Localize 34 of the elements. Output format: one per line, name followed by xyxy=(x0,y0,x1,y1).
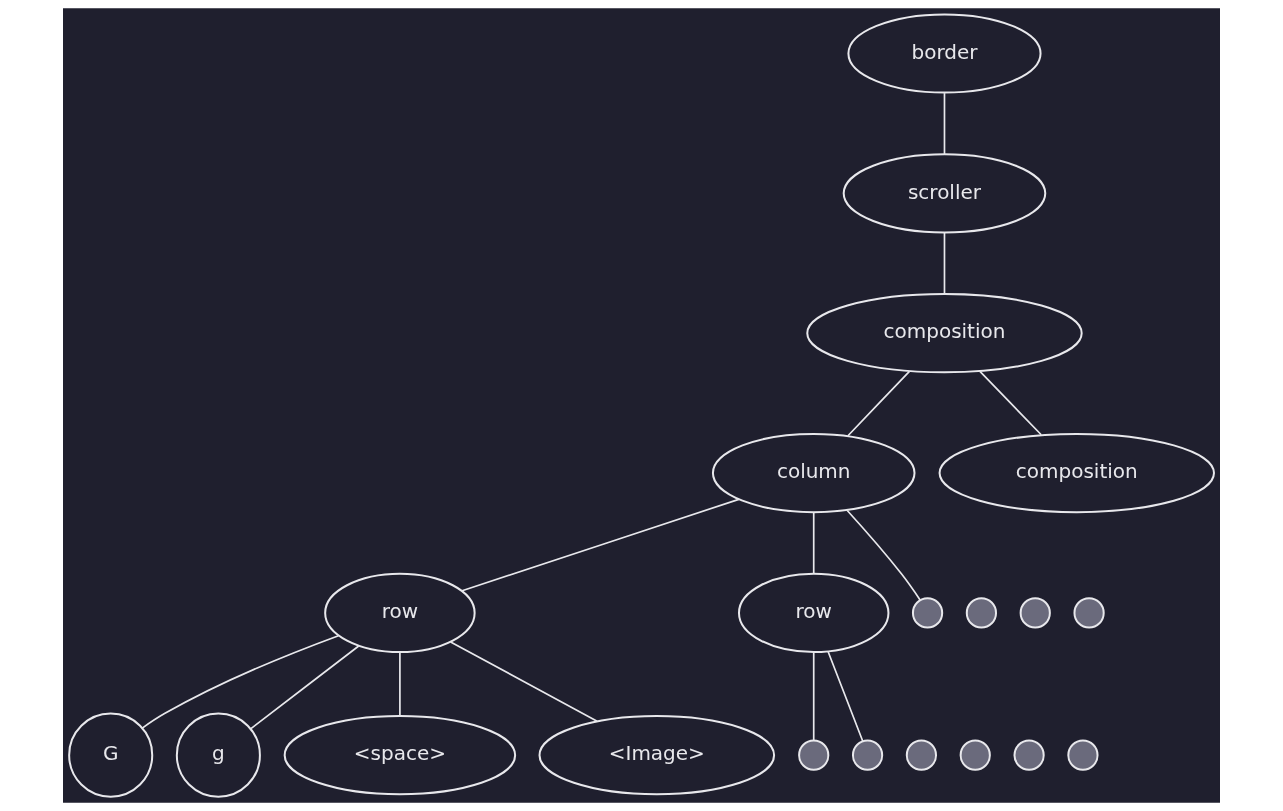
connector xyxy=(461,498,740,592)
node-circle xyxy=(798,739,830,771)
node-circle: G xyxy=(68,712,154,798)
node-circle xyxy=(905,739,937,771)
node-circle xyxy=(851,739,884,771)
node-circle xyxy=(959,739,991,771)
connector xyxy=(943,232,946,295)
connector xyxy=(141,634,340,729)
node-ellipse: composition xyxy=(938,432,1215,514)
node-ellipse: composition xyxy=(806,293,1083,374)
node-circle xyxy=(1067,739,1099,771)
connector xyxy=(250,645,360,730)
connector xyxy=(399,651,401,717)
connector xyxy=(846,509,921,601)
node-ellipse: border xyxy=(847,13,1042,94)
connector xyxy=(979,370,1043,436)
node-ellipse: row xyxy=(738,572,890,653)
connector xyxy=(812,651,815,742)
connector xyxy=(847,370,911,437)
connector xyxy=(943,92,946,155)
node-ellipse: <space> xyxy=(283,715,517,796)
connector xyxy=(449,641,598,723)
connector xyxy=(827,650,864,742)
node-ellipse: column xyxy=(711,432,916,514)
node-circle xyxy=(965,597,997,629)
connector xyxy=(812,511,815,575)
node-ellipse: scroller xyxy=(842,153,1047,234)
node-ellipse: row xyxy=(324,572,476,653)
node-circle xyxy=(1013,739,1045,771)
node-circle xyxy=(1073,597,1105,629)
node-circle: g xyxy=(175,712,261,798)
node-ellipse: <Image> xyxy=(538,715,776,796)
node-circle xyxy=(1019,597,1051,629)
node-circle xyxy=(911,597,944,629)
